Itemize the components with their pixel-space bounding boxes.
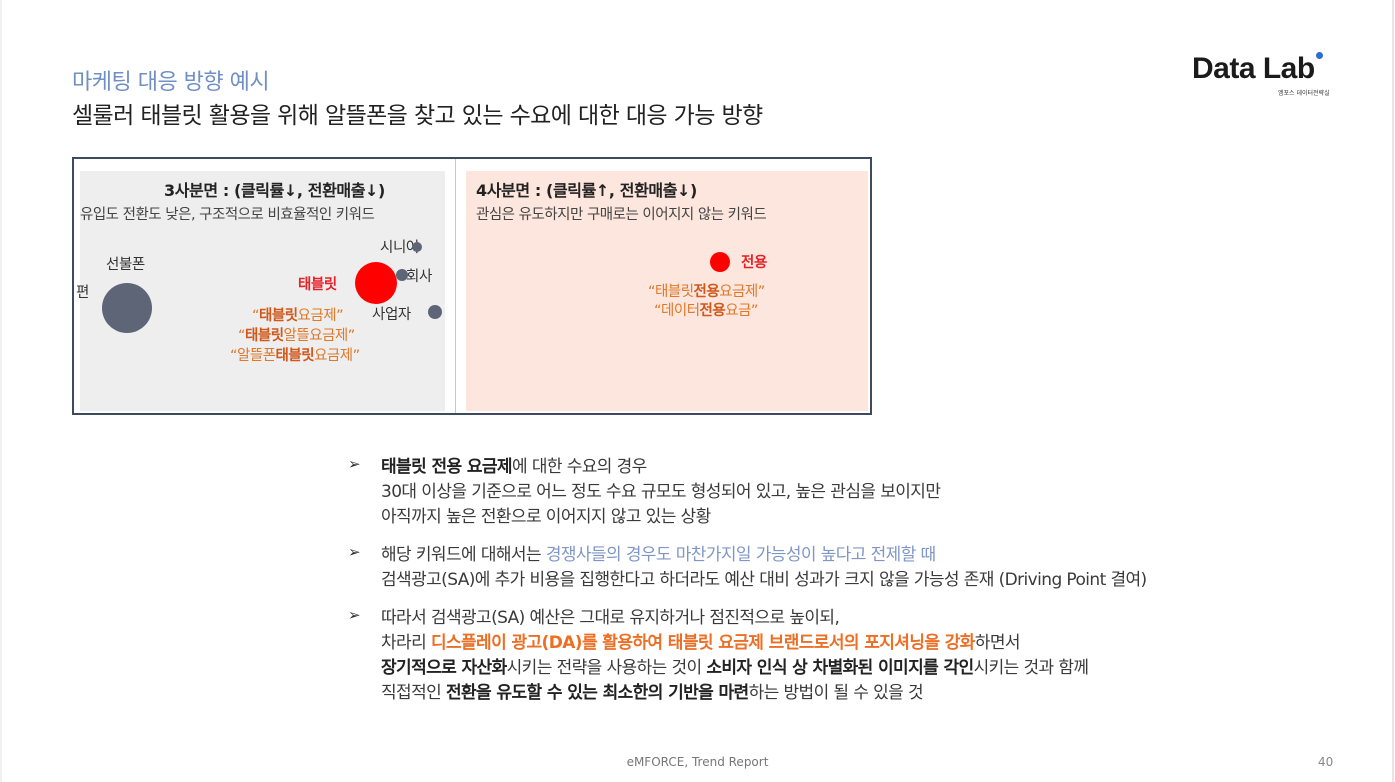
label-company: 회사 xyxy=(406,269,432,285)
quote-tablet-dedicated-plan: “태블릿전용요금제” xyxy=(648,284,765,300)
bubble-tablet xyxy=(355,262,397,304)
label-tablet: 태블릿 xyxy=(298,277,337,293)
logo-dot-icon xyxy=(1316,52,1323,59)
quadrant-divider xyxy=(455,159,456,413)
bullet-3-line-2: 차라리 디스플레이 광고(DA)를 활용하여 태블릿 요금제 브랜드로서의 포지… xyxy=(381,633,1021,653)
label-business: 사업자 xyxy=(372,307,411,323)
bubble-company xyxy=(396,269,408,281)
label-dedicated: 전용 xyxy=(741,255,767,271)
label-seonbulpon: 선불폰 xyxy=(106,257,145,273)
quadrant-figure: 3사분면 : (클릭률↓, 전환매출↓) 유입도 전환도 낮은, 구조적으로 비… xyxy=(72,157,872,415)
quadrant-4-title: 4사분면 : (클릭률↑, 전환매출↓) xyxy=(476,181,697,200)
arrow-bullet-icon: ➢ xyxy=(348,543,361,561)
bullet-3-line-3: 장기적으로 자산화시키는 전략을 사용하는 것이 소비자 인식 상 차별화된 이… xyxy=(381,658,1089,678)
page-title: 셀룰러 태블릿 활용을 위해 알뜰폰을 찾고 있는 수요에 대한 대응 가능 방… xyxy=(72,103,763,129)
quadrant-3-title: 3사분면 : (클릭률↓, 전환매출↓) xyxy=(164,181,385,200)
bullet-3: ➢ 따라서 검색광고(SA) 예산은 그대로 유지하거나 점진적으로 높이되, … xyxy=(348,606,1308,706)
quote-data-dedicated-fee: “데이터전용요금” xyxy=(654,303,758,319)
bullet-1-line-1: 태블릿 전용 요금제에 대한 수요의 경우 xyxy=(381,457,647,477)
bullet-2: ➢ 해당 키워드에 대해서는 경쟁사들의 경우도 마찬가지일 가능성이 높다고 … xyxy=(348,543,1308,593)
quadrant-4-panel xyxy=(466,171,868,411)
quote-tablet-plan: “태블릿요금제” xyxy=(252,308,344,324)
right-edge-line xyxy=(1392,0,1394,782)
bullet-1-line-3: 아직까지 높은 전환으로 이어지지 않고 있는 상황 xyxy=(381,507,711,527)
bubble-senior xyxy=(412,242,422,252)
arrow-bullet-icon: ➢ xyxy=(348,606,361,624)
insight-bullets: ➢ 태블릿 전용 요금제에 대한 수요의 경우 30대 이상을 기준으로 어느 … xyxy=(348,455,1308,719)
bullet-3-line-4: 직접적인 전환을 유도할 수 있는 최소한의 기반을 마련하는 방법이 될 수 … xyxy=(381,683,924,703)
quote-tablet-budget-plan: “태블릿알뜰요금제” xyxy=(238,328,355,344)
section-kicker: 마케팅 대응 방향 예시 xyxy=(72,70,270,95)
arrow-bullet-icon: ➢ xyxy=(348,455,361,473)
bullet-1-line-2: 30대 이상을 기준으로 어느 정도 수요 규모도 형성되어 있고, 높은 관심… xyxy=(381,482,941,502)
quote-mvno-tablet-plan: “알뜰폰태블릿요금제” xyxy=(230,348,360,364)
logo-wordmark: Data Lab xyxy=(1192,52,1315,85)
bubble-dedicated xyxy=(710,252,730,272)
quadrant-3-subtitle: 유입도 전환도 낮은, 구조적으로 비효율적인 키워드 xyxy=(80,207,375,223)
bullet-2-line-1: 해당 키워드에 대해서는 경쟁사들의 경우도 마찬가지일 가능성이 높다고 전제… xyxy=(381,545,936,565)
bubble-business xyxy=(428,305,442,319)
footer-source: eMFORCE, Trend Report xyxy=(626,755,769,769)
left-edge-line xyxy=(0,0,2,782)
bubble-seonbulpon xyxy=(102,283,152,333)
label-senior: 시니어 xyxy=(380,240,419,256)
quadrant-4-subtitle: 관심은 유도하지만 구매로는 이어지지 않는 키워드 xyxy=(476,207,767,223)
bullet-3-line-1: 따라서 검색광고(SA) 예산은 그대로 유지하거나 점진적으로 높이되, xyxy=(381,608,840,628)
page-number: 40 xyxy=(1318,755,1334,769)
data-lab-logo: Data Lab 엠포스 데이터전략실 xyxy=(1192,52,1342,102)
bullet-2-line-2: 검색광고(SA)에 추가 비용을 집행한다고 하더라도 예산 대비 성과가 크지… xyxy=(381,570,1147,590)
bullet-1: ➢ 태블릿 전용 요금제에 대한 수요의 경우 30대 이상을 기준으로 어느 … xyxy=(348,455,1308,530)
label-edge: 편 xyxy=(76,285,89,301)
logo-subtitle: 엠포스 데이터전략실 xyxy=(1278,90,1330,97)
